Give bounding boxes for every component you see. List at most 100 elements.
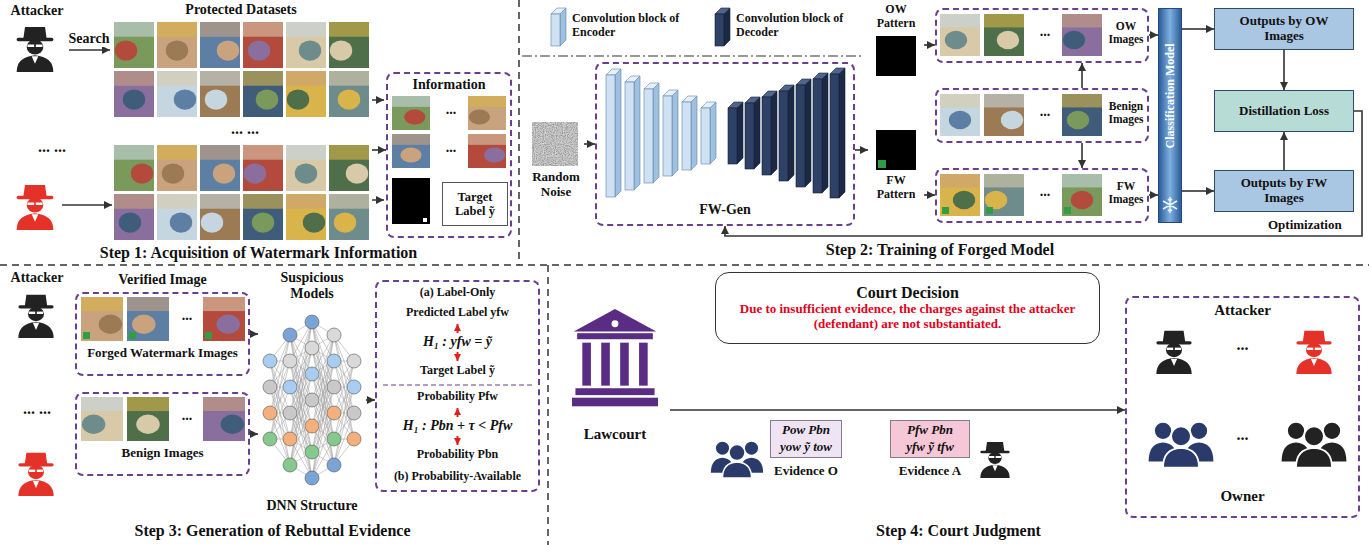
block-front [779,91,788,181]
image-sky [329,71,369,86]
image-ground [200,71,240,117]
classification-model-text: Classification Model [1164,11,1178,181]
image-ground [114,194,154,240]
evidence-box-text: yfw ỹ tfw [890,440,970,455]
owner-icon [1149,423,1214,468]
free-label: ... ... [2,400,72,418]
image-ground [329,194,369,240]
image-sky [243,22,283,37]
block-front [644,89,653,183]
connector-arrow [924,44,935,46]
attacker-icon [980,442,1009,478]
block-side [737,102,743,164]
image-sky [984,174,1024,187]
block-front [796,85,805,187]
image-sky [286,145,326,160]
thumbnail-image [81,397,123,441]
image-sky [940,174,980,187]
thumbnail-image [940,14,980,56]
image-set-text: Benign Images [1105,100,1147,126]
image-ground [200,194,240,240]
image-set-text: ... [173,308,201,324]
hypothesis-panel-text: (b) Probability-Available [377,470,538,484]
fw-gen-block-text: FW-Gen [597,202,853,218]
image-object [244,163,266,183]
image-ground [940,94,980,136]
image-ground [286,194,326,240]
ow-pattern: OW Pattern [868,3,924,83]
image-object [303,212,325,232]
thumbnail-image [243,145,283,191]
image-ground [157,22,197,68]
image-ground [157,145,197,191]
information-panel-text: ... [432,140,470,156]
thumbnail-image [329,71,369,117]
info-arrow [372,99,384,101]
image-ground [984,94,1024,136]
section-divider [547,265,549,545]
connector-arrow [250,433,258,435]
evidence-box-text: yow ỹ tow [770,440,842,455]
block-top [682,96,697,102]
image-set-text: OW Images [1105,20,1147,46]
thumbnail-image [392,96,430,130]
evidence-box-text: Pfw Pbn [890,423,970,438]
image-sky [329,145,369,160]
image-set-text: ... [1028,104,1062,120]
block-front [551,14,560,46]
thumbnail-image [940,174,980,216]
edge-label: Optimization [1266,218,1344,233]
watermark-mark [423,218,427,222]
block-front [701,108,710,164]
image-sky [157,22,197,37]
output-box: Outputs by OW Images [1214,8,1354,50]
legend-text: Convolution block of Decoder [736,12,858,40]
block-front [625,82,634,190]
image-object [170,212,192,232]
hypothesis-arrow [457,408,459,417]
dnn-link [270,361,290,439]
thumbnail-image [200,194,240,240]
dnn-neuron [283,354,297,368]
hypothesis-panel-text: Probability Pfw [377,390,538,404]
attacker-figure: Attacker [5,3,69,75]
dnn-neuron [283,406,297,420]
thumbnail-image [243,71,283,117]
image-ground [203,397,245,441]
information-panel-text: ... [432,102,470,118]
image-object [123,89,145,109]
image-object [484,148,505,163]
image-object [115,40,137,60]
thumbnail-image [200,145,240,191]
image-sky [392,134,430,145]
image-ground [1062,174,1102,216]
image-object [205,89,227,109]
image-ground [243,194,283,240]
block-front [606,75,615,197]
block-top [625,76,640,82]
evidence-box-text: Evidence O [764,464,848,479]
output-box: Outputs by FW Images [1214,170,1354,212]
image-object [213,163,235,183]
block-side [771,91,777,175]
image-ground [243,145,283,191]
block-front [762,97,771,175]
image-ground [127,297,169,341]
dnn-model: Suspicious ModelsDNN Structure [258,270,366,518]
thumbnail-image [940,94,980,136]
image-object [985,191,1007,209]
image-sky [127,297,169,311]
image-object [287,89,309,109]
thumbnail-image [468,134,506,168]
image-ground [286,71,326,117]
thumbnail-image [114,194,154,240]
image-sky [114,71,154,86]
image-ground [114,22,154,68]
thumbnail-image [200,22,240,68]
watermark-pattern [392,178,430,224]
thumbnail-image [329,145,369,191]
image-ground [329,71,369,117]
attacker-icon [1156,331,1191,374]
image-ground [984,174,1024,216]
legend-text: Convolution block of Encoder [572,12,694,40]
